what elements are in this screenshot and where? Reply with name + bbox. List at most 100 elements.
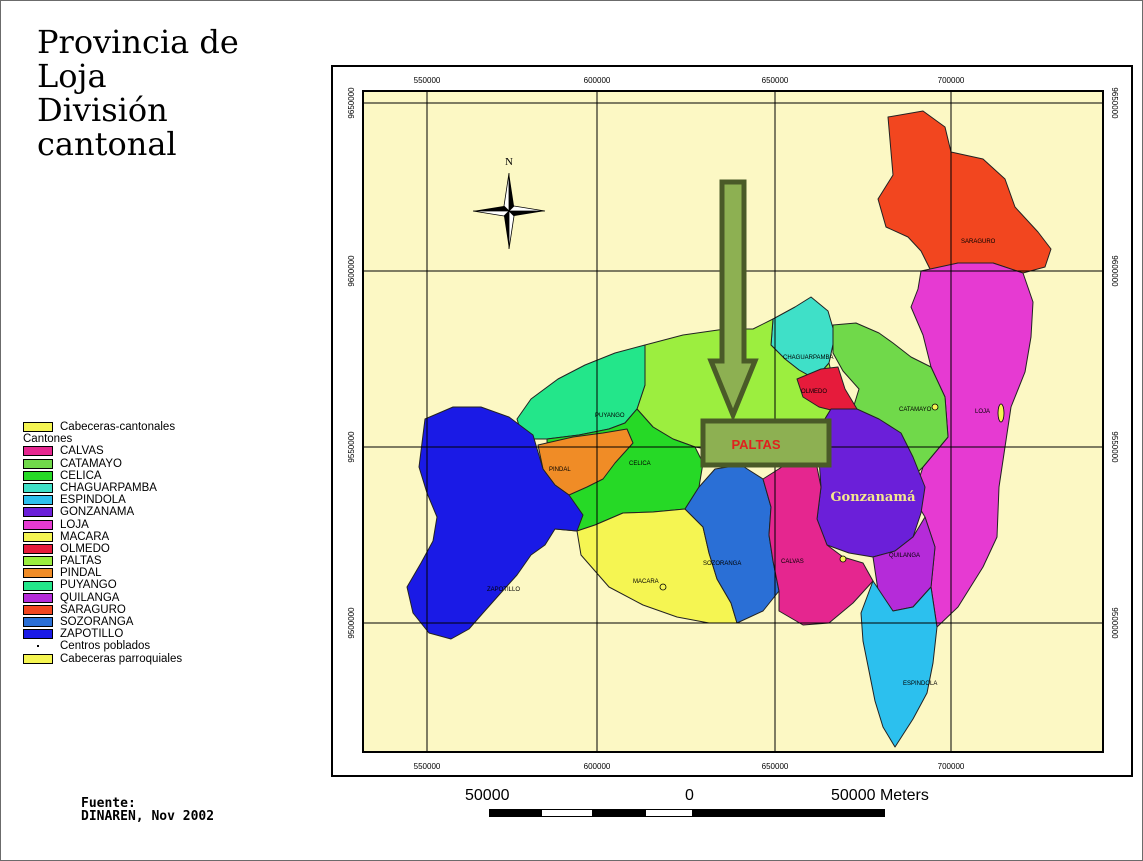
canton-label-espindola: ESPINDOLA: [903, 681, 937, 687]
legend-item-zapotillo: ZAPOTILLO: [23, 628, 283, 640]
canton-label-olmedo: OLMEDO: [801, 389, 827, 395]
gonzanama-label: Gonzanamá: [830, 490, 916, 505]
legend-item-puyango: PUYANGO: [23, 579, 283, 591]
legend-label: GONZANAMA: [60, 506, 135, 519]
legend-swatch: [23, 519, 53, 530]
canton-zapotillo: [406, 406, 584, 640]
legend-swatch: [23, 556, 53, 567]
canton-calvas: [762, 464, 874, 626]
north-label: N: [505, 156, 513, 168]
legend-point-icon: [23, 641, 53, 651]
scale-segment-4: [645, 809, 693, 817]
legend-swatch: [23, 531, 53, 542]
paltas-callout-arrow-icon: [707, 179, 759, 422]
y-ticks-left: 9650000 9600000 9550000 9500000: [347, 87, 356, 639]
legend-label: Centros poblados: [60, 640, 151, 653]
legend-label: Cabeceras-cantonales: [60, 421, 176, 433]
legend-label: OLMEDO: [60, 542, 110, 555]
legend-centros-poblados: Centros poblados: [23, 640, 283, 652]
x-tick-top-label: 650000: [762, 76, 789, 85]
title-line-2: Loja: [37, 57, 107, 95]
y-tick-left-label: 9650000: [347, 87, 356, 119]
canton-label-celica: CELICA: [629, 461, 651, 467]
legend-item-olmedo: OLMEDO: [23, 543, 283, 555]
scale-segment-3: [593, 809, 645, 817]
x-tick-bottom-label: 700000: [938, 762, 965, 771]
map-canvas: 550000 600000 650000 700000 550000 600000 650…: [347, 76, 1119, 771]
canton-label-catamayo: CATAMAYO: [899, 407, 932, 413]
legend-cantones-heading: Cantones: [23, 433, 283, 445]
y-tick-right-label: 9500000: [1110, 607, 1119, 639]
legend-label: QUILANGA: [60, 591, 120, 604]
x-tick-bottom-label: 650000: [762, 762, 789, 771]
legend-swatch-cabeceras-cantonales: [23, 422, 53, 433]
map-source: Fuente: DINAREN, Nov 2002: [81, 797, 214, 823]
legend-label: ZAPOTILLO: [60, 628, 124, 641]
canton-label-sozoranga: SOZORANGA: [703, 561, 741, 567]
y-tick-right-label: 9650000: [1110, 87, 1119, 119]
canton-label-puyango: PUYANGO: [595, 413, 625, 419]
x-tick-top-label: 550000: [414, 76, 441, 85]
legend-swatch: [23, 495, 53, 506]
x-tick-top-label: 700000: [938, 76, 965, 85]
title-line-1: Provincia de: [37, 23, 239, 61]
legend-item-calvas: CALVAS: [23, 445, 283, 457]
x-tick-bottom-label: 550000: [414, 762, 441, 771]
title-line-3: División: [37, 91, 168, 129]
legend-item-gonzanama: GONZANAMA: [23, 506, 283, 518]
scale-segment-2: [541, 809, 593, 817]
canton-label-zapotillo: ZAPOTILLO: [487, 587, 520, 593]
legend-label: CALVAS: [60, 445, 104, 458]
legend-label: CELICA: [60, 469, 102, 482]
legend-label: ESPINDOLA: [60, 494, 126, 507]
canton-shapes: [406, 110, 1052, 748]
scale-left-label: 50000: [465, 787, 510, 804]
legend-item-chaguarpamba: CHAGUARPAMBA: [23, 482, 283, 494]
y-ticks-right: 9650000 9600000 9550000 9500000: [1110, 87, 1119, 639]
settlement-macara-icon: [659, 583, 667, 591]
y-tick-right-label: 9600000: [1110, 255, 1119, 287]
scale-center-label: 0: [685, 787, 694, 804]
legend-swatch-cabeceras-parroquiales: [23, 653, 53, 664]
legend-label: SOZORANGA: [60, 616, 134, 628]
legend-swatch: [23, 458, 53, 469]
scale-segment-5: [693, 809, 885, 817]
canton-label-loja: LOJA: [975, 409, 990, 415]
legend-item-pindal: PINDAL: [23, 567, 283, 579]
x-tick-top-label: 600000: [584, 76, 611, 85]
legend-label: PINDAL: [60, 567, 102, 580]
legend-swatch: [23, 617, 53, 628]
y-tick-left-label: 9600000: [347, 255, 356, 287]
settlement-catamayo-icon: [931, 403, 939, 411]
legend-cabeceras-parroquiales: Cabeceras parroquiales: [23, 653, 283, 665]
settlement-loja-icon: [997, 403, 1005, 423]
y-tick-left-label: 9550000: [347, 431, 356, 463]
legend-swatch: [23, 446, 53, 457]
legend-item-sozoranga: SOZORANGA: [23, 616, 283, 628]
legend-item-espindola: ESPINDOLA: [23, 494, 283, 506]
legend-label: SARAGURO: [60, 603, 126, 616]
y-tick-right-label: 9550000: [1110, 431, 1119, 463]
legend-item-saraguro: SARAGURO: [23, 604, 283, 616]
legend-label: CATAMAYO: [60, 457, 122, 470]
legend-swatch: [23, 483, 53, 494]
map-frame: 550000 600000 650000 700000 550000 600000 650…: [331, 65, 1133, 777]
scale-bar: 50000 0 50000 Meters: [441, 787, 1001, 827]
y-tick-left-label: 9500000: [347, 607, 356, 639]
legend-item-macara: MACARA: [23, 531, 283, 543]
legend-item-paltas: PALTAS: [23, 555, 283, 567]
legend-swatch: [23, 629, 53, 640]
legend-cabeceras-cantonales: Cabeceras-cantonales: [23, 421, 283, 433]
legend-swatch: [23, 604, 53, 615]
north-arrow-icon: [472, 172, 546, 250]
legend-item-catamayo: CATAMAYO: [23, 458, 283, 470]
x-tick-bottom-label: 600000: [584, 762, 611, 771]
legend-label: PALTAS: [60, 555, 102, 568]
source-line-1: Fuente:: [81, 796, 136, 811]
legend-label: Cabeceras parroquiales: [60, 652, 183, 665]
legend-swatch: [23, 580, 53, 591]
legend-heading-label: Cantones: [23, 433, 73, 446]
legend-swatch: [23, 592, 53, 603]
